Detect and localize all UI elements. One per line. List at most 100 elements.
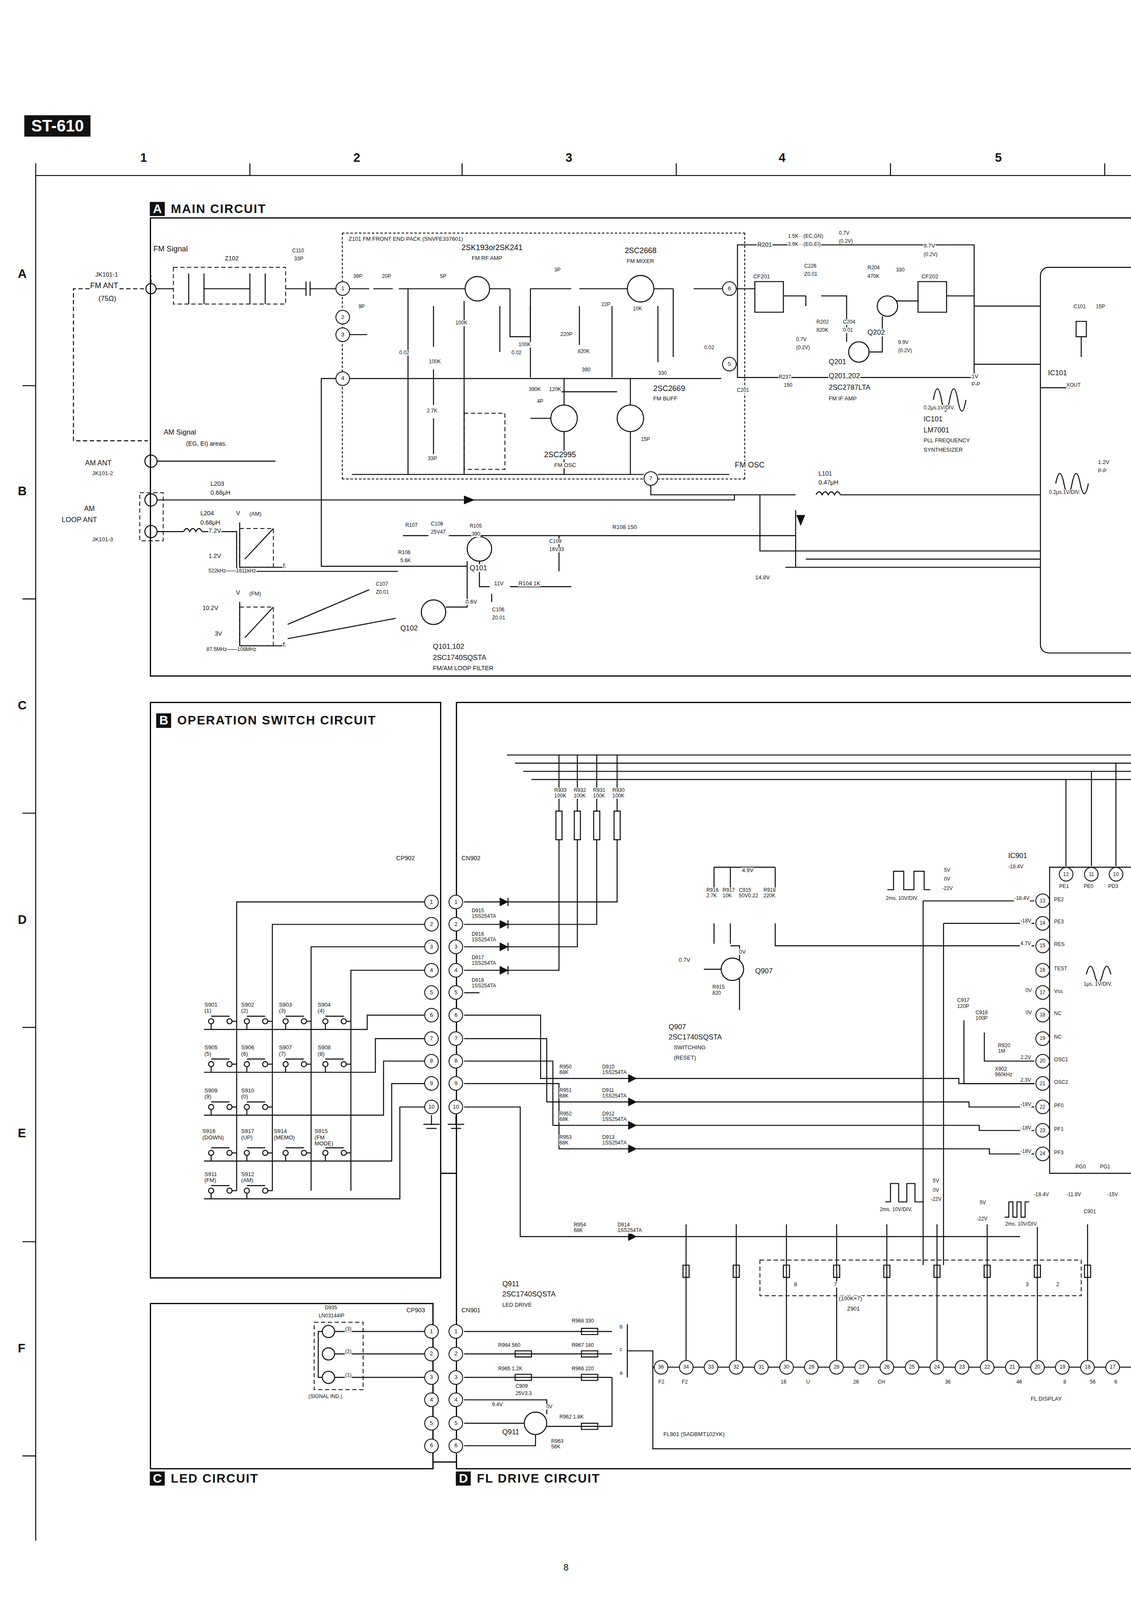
part-label: R962 1.8K — [559, 1413, 585, 1420]
wire — [267, 1106, 273, 1108]
part-label: FM OSC — [734, 460, 766, 470]
wire — [735, 1224, 737, 1360]
component-symbol — [227, 1150, 233, 1156]
wire — [426, 1127, 437, 1129]
dashed-outline — [760, 1259, 1082, 1296]
component-outline — [1040, 267, 1131, 653]
component-symbol — [282, 1061, 289, 1067]
part-label: LN03144IP — [318, 1312, 345, 1319]
wire — [423, 1123, 440, 1125]
part-label: AM — [83, 504, 96, 513]
wire — [790, 550, 1041, 551]
wire — [244, 606, 274, 638]
wire — [463, 1106, 1021, 1237]
part-label: 33P — [427, 455, 438, 462]
grid-index: D — [17, 912, 28, 927]
wire — [267, 1020, 273, 1022]
component-outline — [574, 810, 581, 840]
part-label: 8 — [793, 1281, 798, 1288]
pin-number: 29 — [804, 1359, 819, 1375]
pin-number: 20 — [1030, 1359, 1045, 1375]
part-label: -18V — [1020, 1148, 1032, 1155]
part-label: (AM) — [248, 510, 262, 517]
wire — [672, 288, 674, 357]
wire — [211, 1058, 230, 1060]
circuit-panel: AMAIN CIRCUITZ101 FM FRONT END PACK (SNV… — [149, 217, 1131, 677]
wire — [946, 295, 975, 297]
wire — [239, 601, 286, 646]
component-symbol — [208, 1187, 214, 1193]
wire — [1087, 1224, 1088, 1360]
pin-number: 13 — [1035, 893, 1050, 908]
grid-index: A — [17, 267, 28, 281]
circuit-panel: DFL DRIVE CIRCUIT — [455, 701, 1131, 1469]
part-label: Q201 — [828, 358, 847, 366]
part-label: 0.68μH — [199, 519, 221, 527]
component-symbol — [262, 1150, 268, 1156]
component-outline — [515, 1373, 532, 1380]
part-label: C201 — [736, 387, 750, 394]
wire — [246, 1109, 248, 1115]
part-label: -18.4V — [1033, 1191, 1050, 1198]
wire — [658, 473, 730, 475]
wire — [201, 531, 398, 572]
wire — [729, 923, 731, 944]
wire — [431, 1114, 432, 1125]
part-label: S909 (9) — [204, 1087, 219, 1100]
part-label: Q911 — [501, 1279, 520, 1288]
part-label: Z102 — [224, 255, 240, 263]
part-label: 5.6K — [399, 557, 412, 564]
part-label: IC101 — [1047, 369, 1068, 377]
wire — [246, 1023, 248, 1029]
part-label: -18V — [1020, 1101, 1032, 1108]
part-label: CN902 — [460, 854, 481, 862]
part-label: S901 (1) — [204, 1001, 219, 1015]
part-label: 5P — [439, 273, 447, 280]
wire — [578, 306, 580, 345]
connector-cable — [433, 1460, 457, 1463]
part-label: 0V — [1025, 1009, 1033, 1016]
part-label: R950 68K — [559, 1063, 573, 1076]
wire — [463, 1038, 1035, 1107]
section-letter: C — [149, 1471, 165, 1486]
wire — [373, 288, 393, 289]
part-label: 390 — [581, 367, 591, 373]
diode-symbol — [499, 897, 508, 906]
part-label: 10.2V — [201, 604, 219, 612]
part-label: R202 — [816, 319, 830, 325]
part-label: 5V — [943, 867, 951, 873]
part-label: 330 — [895, 267, 905, 273]
component-outline — [733, 1265, 740, 1278]
component-outline — [581, 1373, 598, 1380]
part-label: R201 — [756, 241, 773, 249]
part-label: 20P — [381, 273, 392, 280]
part-label: PE3 — [1053, 918, 1065, 925]
part-label: 2SC1740SQSTA — [432, 653, 487, 662]
part-label: S908 (8) — [317, 1044, 332, 1057]
pin-number: 30 — [779, 1359, 794, 1375]
part-label: (0.2V) — [838, 238, 854, 245]
wire — [310, 288, 336, 289]
wire — [531, 778, 1131, 780]
wire — [463, 1352, 613, 1354]
wire — [35, 163, 1105, 176]
part-label: 0V — [545, 1403, 554, 1410]
pin-number: 7 — [424, 1031, 439, 1046]
wire — [204, 288, 251, 289]
part-label: 22P — [600, 301, 611, 308]
wire — [579, 288, 628, 289]
wire — [210, 1066, 212, 1073]
part-label: PE1 — [1058, 883, 1070, 890]
part-label: Z901 — [846, 1305, 861, 1312]
component-symbol — [848, 341, 869, 363]
wire — [530, 288, 572, 289]
grid-index: E — [17, 1126, 27, 1140]
wire — [232, 1106, 237, 1108]
pin-number: 11 — [1084, 866, 1099, 882]
module-box: Z101 FM FRONT END PACK (SNVFE337601) — [341, 232, 746, 480]
part-label: 0.02 — [398, 349, 410, 356]
part-label: U — [805, 1378, 811, 1385]
pin-number: 36 — [653, 1359, 669, 1375]
wire — [515, 762, 1131, 764]
part-label: 2ms. 10V/DIV. — [879, 1206, 913, 1213]
